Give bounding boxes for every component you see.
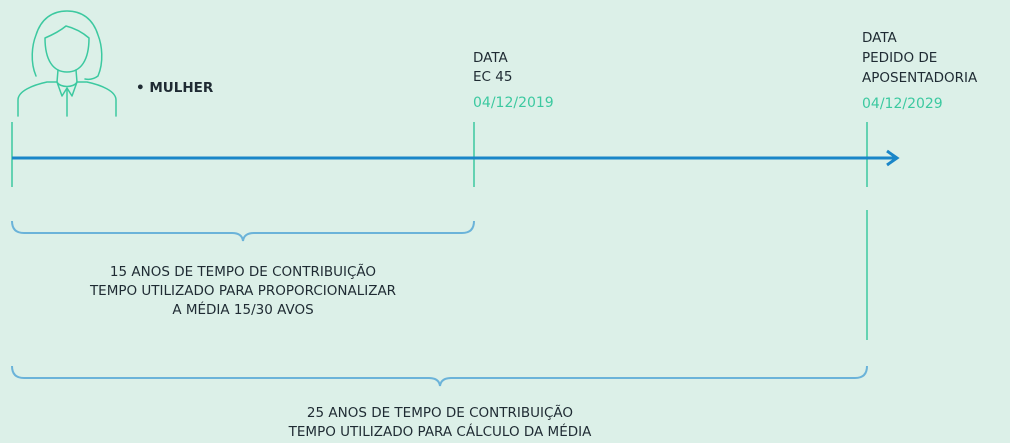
pedido-label-line-3: APOSENTADORIA	[862, 70, 978, 86]
pedido-label-line-1: DATA	[862, 30, 897, 46]
woman-icon	[17, 10, 117, 117]
short-brace-line-3: A MÉDIA 15/30 AVOS	[172, 302, 314, 318]
short-brace-line-1: 15 ANOS DE TEMPO DE CONTRIBUIÇÃO	[109, 264, 377, 280]
ec45-label-line-2: EC 45	[473, 69, 513, 85]
pedido-date: 04/12/2029	[862, 96, 943, 112]
woman-label: • MULHER	[136, 80, 214, 96]
short-brace	[11, 220, 475, 242]
long-brace	[11, 365, 868, 387]
long-brace-line-2: TEMPO UTILIZADO PARA CÁLCULO DA MÉDIA	[288, 424, 592, 440]
pedido-label-line-2: PEDIDO DE	[862, 50, 938, 66]
short-brace-line-2: TEMPO UTILIZADO PARA PROPORCIONALIZAR	[89, 283, 397, 299]
timeline-arrow-icon	[886, 149, 900, 167]
long-brace-line-1: 25 ANOS DE TEMPO DE CONTRIBUIÇÃO	[306, 405, 574, 421]
long-brace-caption: 25 ANOS DE TEMPO DE CONTRIBUIÇÃO TEMPO U…	[240, 404, 640, 442]
short-brace-caption: 15 ANOS DE TEMPO DE CONTRIBUIÇÃO TEMPO U…	[0, 263, 486, 320]
ec45-label-line-1: DATA	[473, 50, 508, 66]
ec45-date: 04/12/2019	[473, 95, 554, 111]
